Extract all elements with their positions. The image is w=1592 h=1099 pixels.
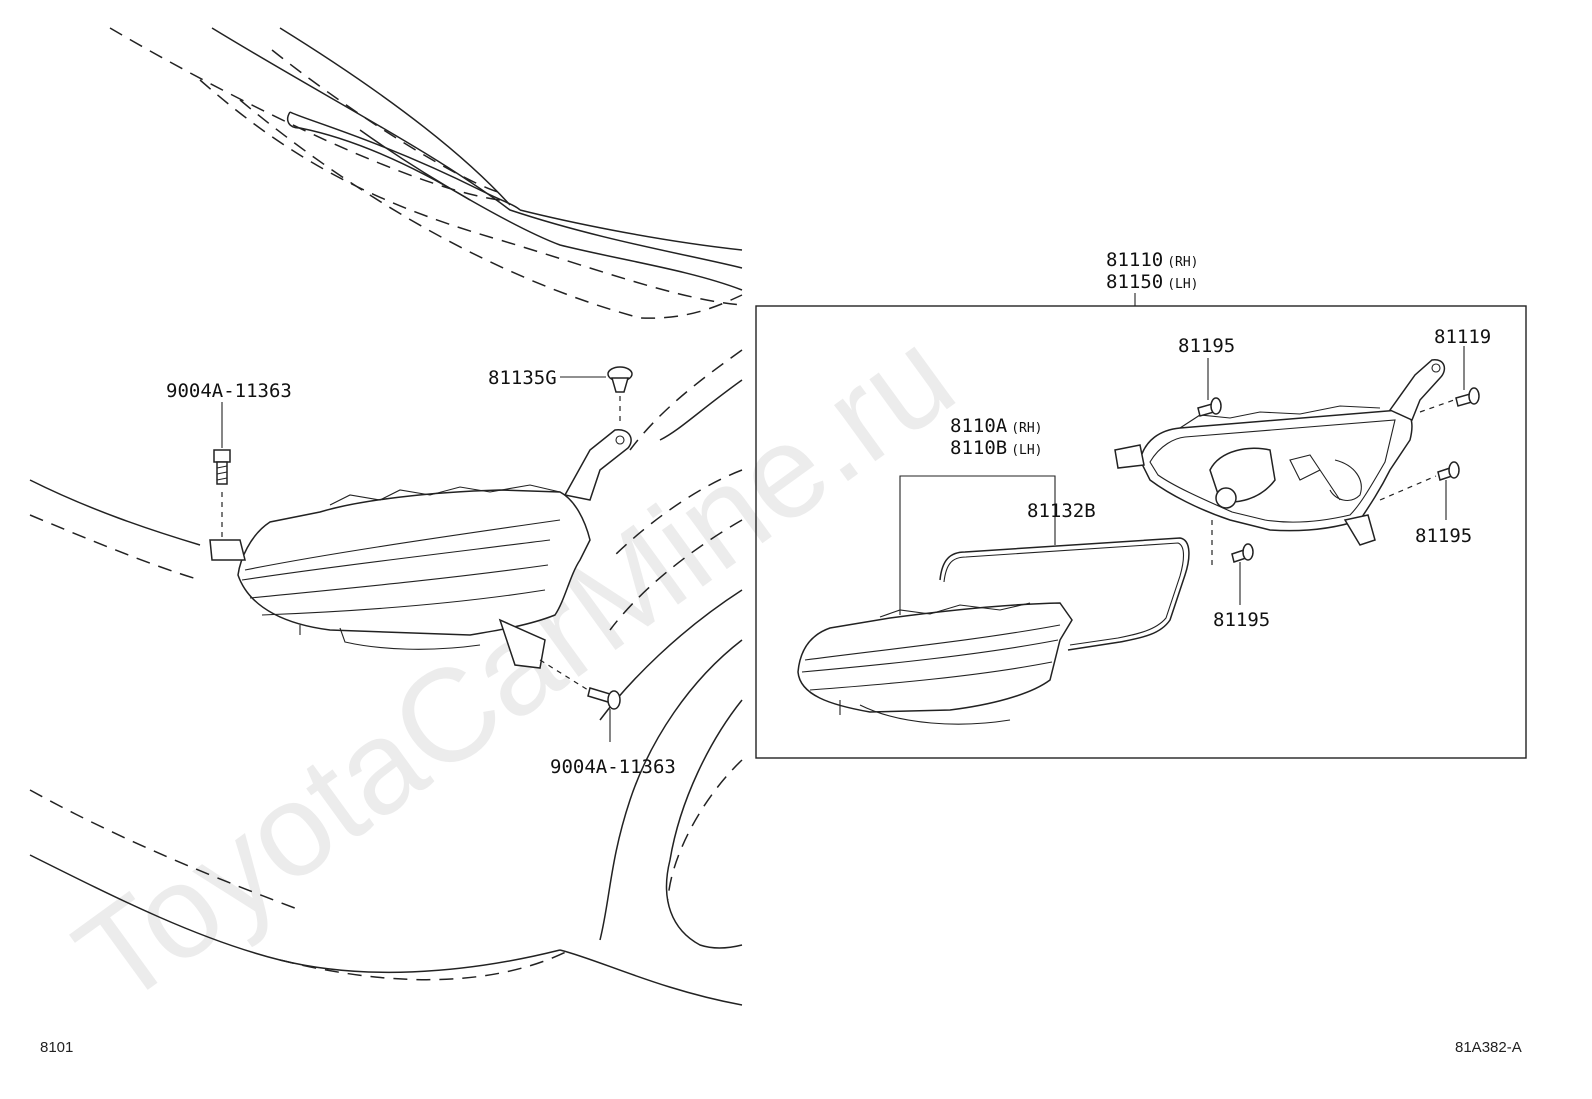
screw-top-icon <box>1197 397 1222 417</box>
callout-screw-top: 81195 <box>1178 335 1235 357</box>
exploded-view-frame <box>755 305 1527 759</box>
headlamp-housing-part <box>1114 359 1446 546</box>
callout-assy-rh: 81110(RH) <box>1106 249 1199 271</box>
screw-bottom-icon <box>1231 543 1254 563</box>
callout-bolt-upper-left: 9004A-11363 <box>166 380 292 402</box>
callout-assy-lh: 81150(LH) <box>1106 271 1199 293</box>
leader-bracket-dashed <box>1419 399 1455 413</box>
headlamp-lens-part <box>797 602 1073 725</box>
callout-screw-right: 81195 <box>1415 525 1472 547</box>
page-code: 8101 <box>40 1039 73 1056</box>
clip-top-icon <box>607 366 633 393</box>
bolt-lower-icon <box>587 687 621 710</box>
callout-gasket: 81132B <box>1027 500 1096 522</box>
callout-screw-bottom: 81195 <box>1213 609 1270 631</box>
gasket-part <box>939 537 1190 651</box>
callout-lens-lh: 8110B(LH) <box>950 437 1043 459</box>
screw-right-icon <box>1437 461 1460 481</box>
bolt-upper-left-icon <box>213 449 231 485</box>
callout-bracket: 81119 <box>1434 326 1491 348</box>
headlamp-assembly-installed <box>209 429 632 669</box>
callout-bolt-lower: 9004A-11363 <box>550 756 676 778</box>
callout-clip-top: 81135G <box>488 367 557 389</box>
bracket-screw-icon <box>1455 387 1480 407</box>
callout-lens-rh: 8110A(RH) <box>950 415 1043 437</box>
leader-line-lens <box>899 475 1056 615</box>
vehicle-body-outline <box>29 27 743 1006</box>
leader-screw-right-dashed <box>1379 475 1437 501</box>
figure-code: 81A382-A <box>1455 1039 1522 1056</box>
